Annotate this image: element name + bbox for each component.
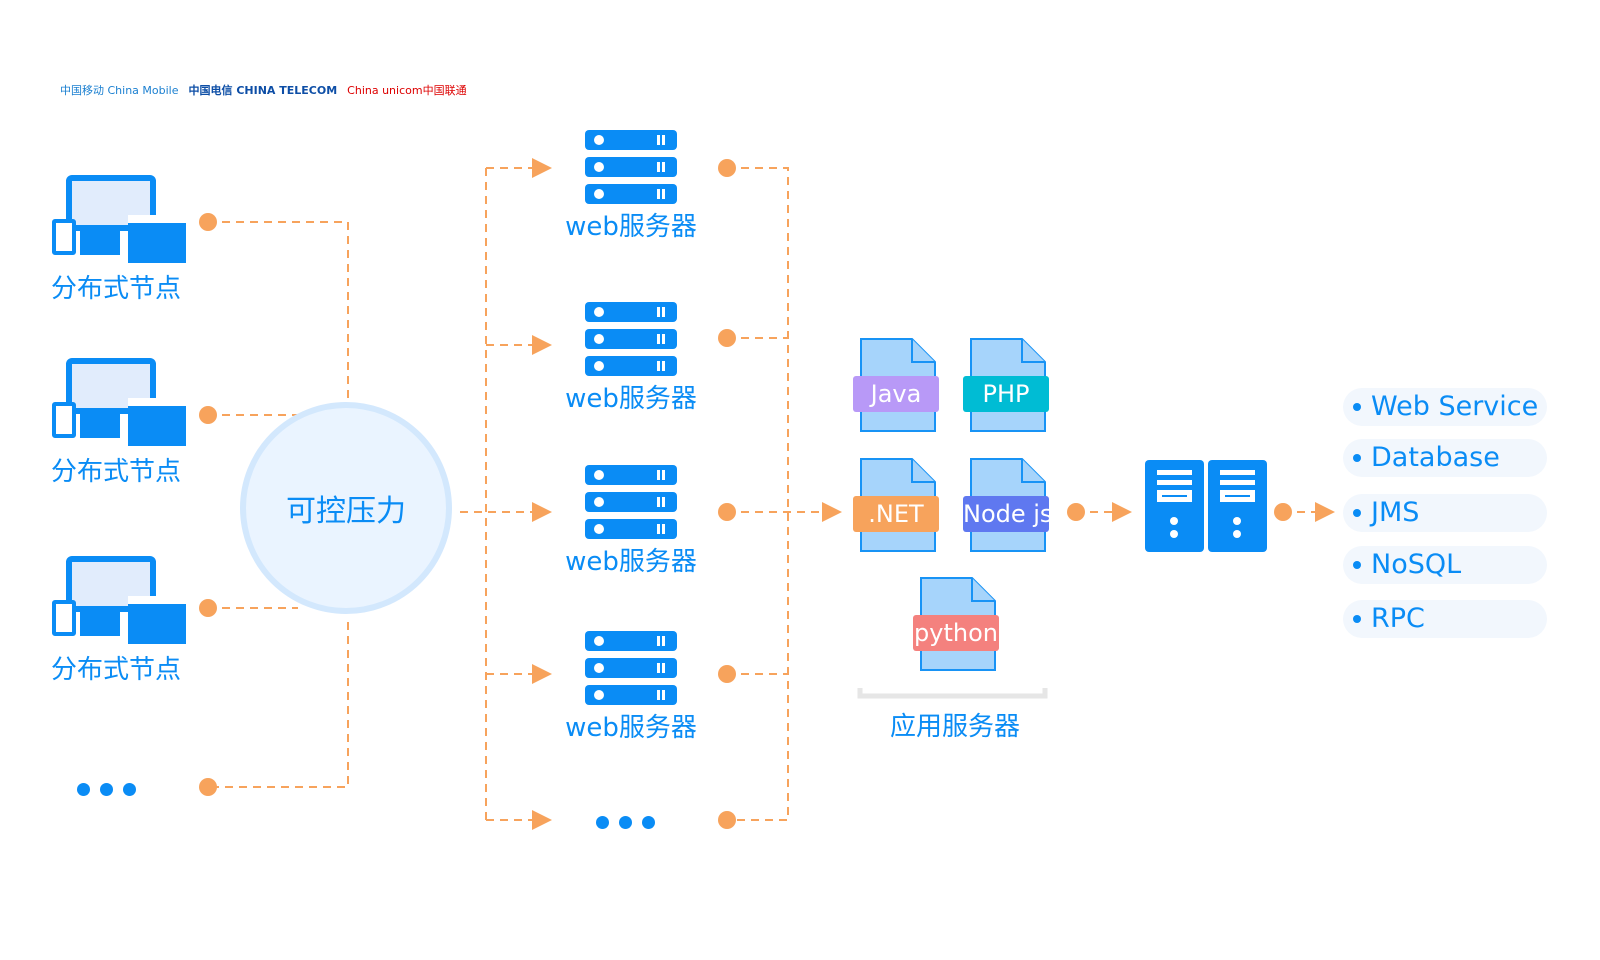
web-server-icon (585, 130, 677, 211)
app-server-label: 应用服务器 (889, 712, 1021, 742)
distributed-node-label: 分布式节点 (50, 655, 182, 685)
language-file-icon: PHP (963, 338, 1049, 432)
more-nodes-ellipsis (77, 781, 146, 800)
service-item: RPC (1343, 600, 1547, 638)
distributed-node-label: 分布式节点 (50, 274, 182, 304)
china-telecom-logo: 中国电信 CHINA TELECOM (188, 84, 338, 97)
web-server-label: web服务器 (565, 384, 697, 414)
web-server-label: web服务器 (565, 212, 697, 242)
china-unicom-logo: China unicom中国联通 (347, 84, 467, 97)
language-tag: Java (853, 376, 939, 412)
controlled-pressure-circle: 可控压力 (240, 402, 452, 614)
service-item: JMS (1343, 494, 1547, 532)
bullet-icon (1353, 561, 1361, 569)
app-server-tower-icon (1208, 460, 1267, 552)
bullet-icon (1353, 403, 1361, 411)
service-item: NoSQL (1343, 546, 1547, 584)
web-server-icon (585, 302, 677, 383)
web-server-label: web服务器 (565, 713, 697, 743)
app-server-tower-icon (1145, 460, 1204, 552)
service-label: Database (1371, 442, 1500, 473)
distributed-node-icon (50, 556, 186, 644)
language-tag: PHP (963, 376, 1049, 412)
china-mobile-logo: 中国移动 China Mobile (60, 84, 179, 97)
service-label: NoSQL (1371, 549, 1462, 580)
distributed-node-label: 分布式节点 (50, 457, 182, 487)
language-file-icon: .NET (853, 458, 939, 552)
web-server-icon (585, 465, 677, 546)
bullet-icon (1353, 615, 1361, 623)
bullet-icon (1353, 454, 1361, 462)
language-file-icon: Java (853, 338, 939, 432)
language-tag: python (913, 615, 999, 651)
web-server-label: web服务器 (565, 547, 697, 577)
language-file-icon: Node js (963, 458, 1052, 552)
center-label: 可控压力 (286, 494, 406, 529)
service-label: RPC (1371, 603, 1425, 634)
connector-dot (199, 213, 217, 231)
distributed-node-icon (50, 358, 186, 446)
more-web-servers-ellipsis (596, 814, 665, 833)
language-file-icon: python (913, 577, 999, 671)
web-server-icon (585, 631, 677, 712)
service-item: Database (1343, 439, 1547, 477)
carrier-logos: 中国移动 China Mobile 中国电信 CHINA TELECOM Chi… (60, 82, 467, 98)
bullet-icon (1353, 509, 1361, 517)
language-tag: .NET (853, 496, 939, 532)
service-item: Web Service (1343, 388, 1547, 426)
distributed-node-icon (50, 175, 186, 263)
language-tag: Node js (963, 496, 1052, 532)
service-label: JMS (1371, 497, 1420, 528)
service-label: Web Service (1371, 391, 1539, 422)
